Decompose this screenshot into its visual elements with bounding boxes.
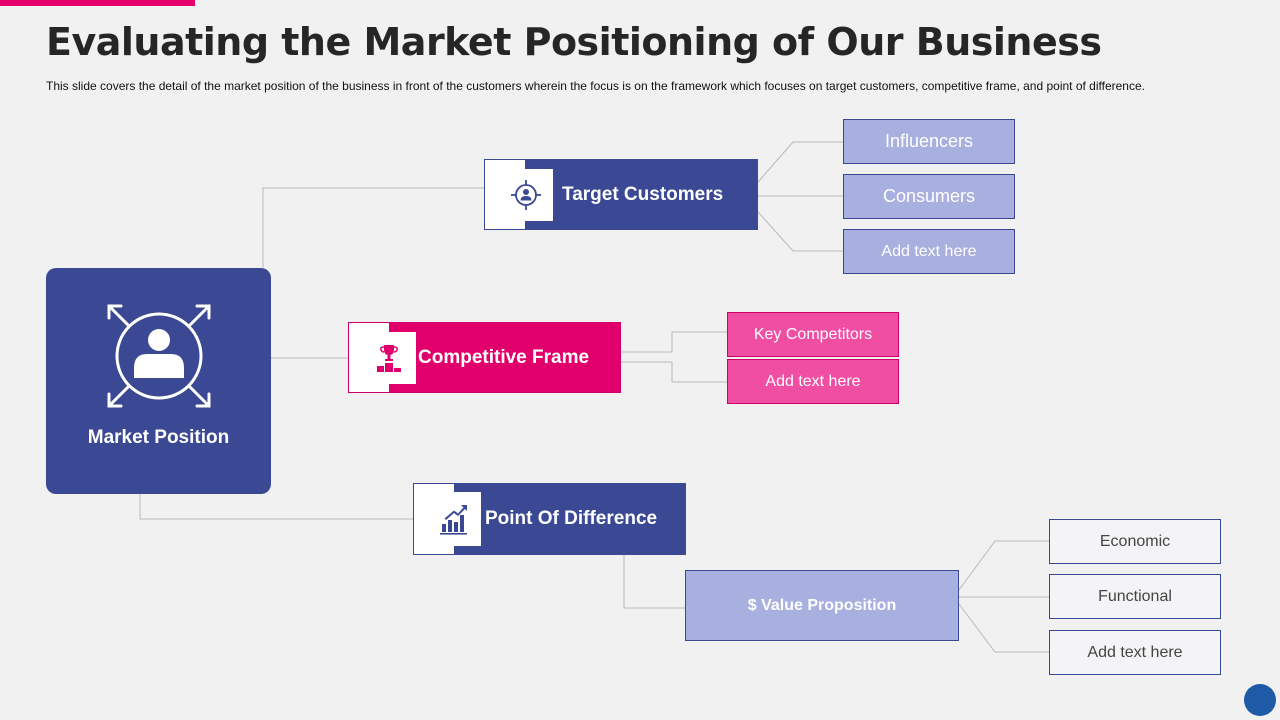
- competitive-frame-fill: [389, 323, 620, 392]
- target-user-icon: [499, 169, 553, 221]
- connector-competitive-1: [621, 331, 727, 353]
- page-indicator-dot: [1244, 684, 1276, 716]
- leaf-key-competitors[interactable]: Key Competitors: [727, 312, 899, 357]
- user-expand-icon: [107, 304, 211, 413]
- slide-title: Evaluating the Market Positioning of Our…: [46, 20, 1102, 64]
- connector-target-1: [757, 141, 843, 183]
- point-of-difference-label: Point Of Difference: [485, 508, 658, 529]
- connector-root-pod: [139, 494, 413, 520]
- point-of-difference-box[interactable]: Point Of Difference: [413, 483, 686, 555]
- connector-target-3: [757, 211, 843, 252]
- value-proposition-box[interactable]: $ Value Proposition: [685, 570, 959, 641]
- bar-chart-growth-icon: [427, 492, 481, 546]
- point-of-difference-fill: [454, 484, 685, 554]
- target-customers-fill: [525, 160, 757, 229]
- leaf-vp-add-text[interactable]: Add text here: [1049, 630, 1221, 675]
- connector-vp-1: [958, 540, 1049, 591]
- target-customers-box[interactable]: Target Customers: [484, 159, 758, 230]
- leaf-target-add-text[interactable]: Add text here: [843, 229, 1015, 274]
- connector-pod-vp: [623, 555, 685, 609]
- leaf-consumers[interactable]: Consumers: [843, 174, 1015, 219]
- trophy-podium-icon: [362, 332, 416, 384]
- accent-bar: [0, 0, 195, 6]
- connector-root-target: [262, 187, 484, 268]
- connector-vp-3: [958, 603, 1049, 653]
- connector-competitive-2: [621, 361, 727, 383]
- competitive-frame-box[interactable]: Competitive Frame: [348, 322, 621, 393]
- leaf-influencers[interactable]: Influencers: [843, 119, 1015, 164]
- leaf-functional[interactable]: Functional: [1049, 574, 1221, 619]
- slide-subtitle: This slide covers the detail of the mark…: [46, 79, 1145, 93]
- market-position-box[interactable]: Market Position: [46, 268, 271, 494]
- competitive-frame-label: Competitive Frame: [418, 346, 590, 368]
- market-position-label: Market Position: [87, 427, 230, 448]
- leaf-competitive-add-text[interactable]: Add text here: [727, 359, 899, 404]
- leaf-economic[interactable]: Economic: [1049, 519, 1221, 564]
- target-customers-label: Target Customers: [562, 183, 724, 205]
